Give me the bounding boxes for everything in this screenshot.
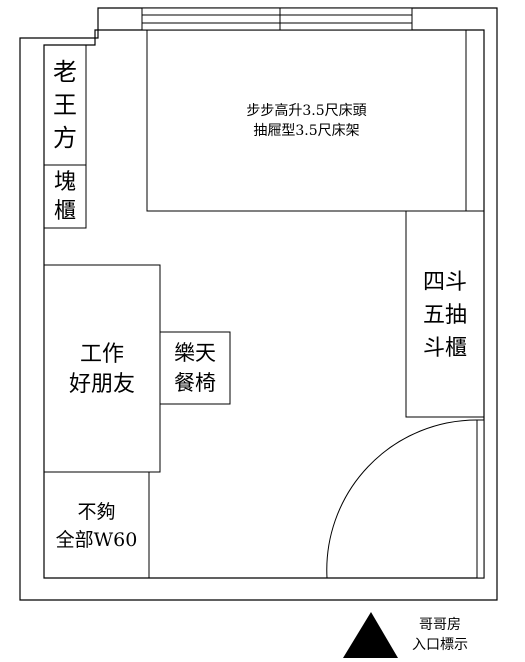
cabinet-b xyxy=(43,164,87,229)
drawer-chest-label: 四斗 五抽 斗櫃 xyxy=(422,269,467,361)
bed-label: 步步高升3.5尺床頭 抽屜型3.5尺床架 xyxy=(246,102,367,139)
drawer-chest xyxy=(405,210,485,418)
outer-wall xyxy=(19,7,498,601)
cabinet-a-label: 老 王 方 xyxy=(53,57,77,152)
bed xyxy=(146,29,485,212)
cabinet-b-label: 塊 櫃 xyxy=(53,169,76,224)
triangle-up-icon xyxy=(343,612,398,658)
chair-label: 樂天 餐椅 xyxy=(174,341,216,395)
desk-label: 工作 好朋友 xyxy=(68,342,135,397)
window xyxy=(141,7,413,31)
shelf-label: 不夠 全部W60 xyxy=(55,501,138,551)
entrance-label: 哥哥房 入口標示 xyxy=(412,617,468,653)
shelf xyxy=(43,471,150,579)
door xyxy=(326,419,485,579)
chair xyxy=(159,331,231,405)
